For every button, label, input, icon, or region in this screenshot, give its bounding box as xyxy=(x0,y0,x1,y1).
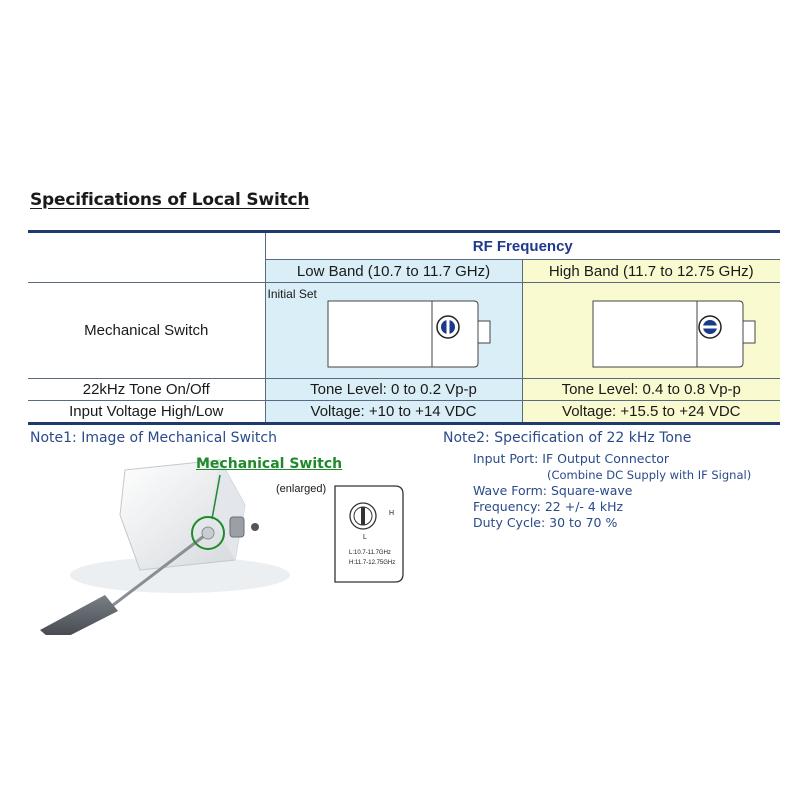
tone-label: 22kHz Tone On/Off xyxy=(28,378,266,401)
input-port-line: Input Port: IF Output Connector xyxy=(473,451,670,466)
high-band-switch-cell xyxy=(521,282,780,379)
rf-frequency-header: RF Frequency xyxy=(264,231,780,260)
high-band-header: High Band (11.7 to 12.75 GHz) xyxy=(521,259,780,283)
initial-set-label: Initial Set xyxy=(267,287,317,301)
page-title: Specifications of Local Switch xyxy=(30,190,310,210)
voltage-high-value: Voltage: +15.5 to +24 VDC xyxy=(521,400,780,424)
switch-low-position-icon xyxy=(327,300,490,368)
voltage-label: Input Voltage High/Low xyxy=(28,400,266,424)
mechanical-switch-label: Mechanical Switch xyxy=(28,282,266,379)
h-marking: H xyxy=(389,510,395,517)
lnb-photo-illustration xyxy=(40,459,290,635)
note1-heading: Note1: Image of Mechanical Switch xyxy=(30,430,277,446)
switch-high-position-icon xyxy=(592,300,755,368)
mechanical-switch-callout: Mechanical Switch xyxy=(196,456,343,472)
low-band-switch-cell: Initial Set xyxy=(264,282,523,379)
spec-table: RF Frequency Low Band (10.7 to 11.7 GHz)… xyxy=(28,230,780,425)
input-port-sub-line: (Combine DC Supply with IF Signal) xyxy=(547,468,752,482)
high-band-marking: H:11.7-12.75GHz xyxy=(349,560,396,566)
wave-form-line: Wave Form: Square-wave xyxy=(473,483,633,498)
tone-high-value: Tone Level: 0.4 to 0.8 Vp-p xyxy=(521,378,780,401)
voltage-low-value: Voltage: +10 to +14 VDC xyxy=(264,400,523,424)
duty-cycle-line: Duty Cycle: 30 to 70 % xyxy=(473,515,618,530)
l-marking: L xyxy=(363,534,367,541)
enlarged-label: (enlarged) xyxy=(276,483,327,495)
low-band-header: Low Band (10.7 to 11.7 GHz) xyxy=(264,259,523,283)
note2-spec-list: Input Port: IF Output Connector (Combine… xyxy=(473,451,751,531)
frequency-line: Frequency: 22 +/- 4 kHz xyxy=(473,499,624,514)
tone-low-value: Tone Level: 0 to 0.2 Vp-p xyxy=(264,378,523,401)
enlarged-switch-panel: H L L:10.7-11.7GHz H:11.7-12.75GHz xyxy=(333,484,405,584)
note2-heading: Note2: Specification of 22 kHz Tone xyxy=(443,430,692,446)
table-corner xyxy=(28,231,266,283)
low-band-marking: L:10.7-11.7GHz xyxy=(349,550,391,556)
